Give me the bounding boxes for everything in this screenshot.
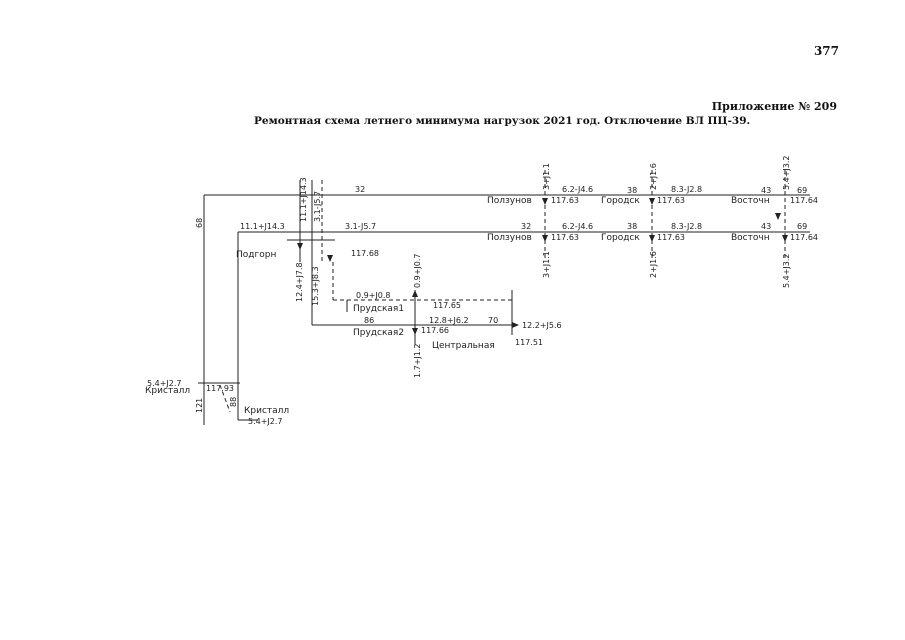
- voltage-kristall: 117.93: [206, 384, 234, 393]
- flow-prud1-in: 0.9+J0.8: [356, 291, 391, 300]
- diagram-title: Ремонтная схема летнего минимума нагрузо…: [254, 115, 751, 127]
- arrow-gor-bot: [649, 235, 655, 242]
- flow-podgorn-down: 12.4+J7.8: [295, 262, 304, 302]
- flow-prud1-load: 0.9+J0.7: [413, 253, 422, 288]
- arrow-central-out: [512, 322, 519, 328]
- line-num-43-top: 43: [761, 186, 771, 195]
- voltage-podgorn: 117.68: [351, 249, 379, 258]
- flow-podgorn-v2: 3.1-J5.7: [313, 191, 322, 222]
- node-kristall-left: Кристалл: [145, 386, 190, 396]
- node-polzunov-bot: Ползунов: [487, 233, 532, 243]
- appendix-label: Приложение № 209: [711, 100, 837, 113]
- arrow-polz-top: [542, 198, 548, 205]
- line-num-68: 68: [195, 218, 204, 228]
- flow-vos-top-load: 5.4+J3.2: [782, 155, 791, 190]
- line-num-38-top: 38: [627, 186, 637, 195]
- voltage-polzunov-bot: 117.63: [551, 233, 579, 242]
- line-num-70: 70: [488, 316, 498, 325]
- arrow-podgorn-1: [297, 243, 303, 250]
- line-num-38-bot: 38: [627, 222, 637, 231]
- flow-central-out: 12.2+J5.6: [522, 321, 562, 330]
- arrow-podgorn-3: [327, 255, 333, 262]
- flow-gor-bot-load: 2+J1.6: [649, 251, 658, 278]
- voltage-vostochn-bot: 117.64: [790, 233, 818, 242]
- node-polzunov-top: Ползунов: [487, 196, 532, 206]
- node-prudskaya2: Прудская2: [353, 328, 404, 338]
- flow-podgorn-out: 3.1-J5.7: [345, 222, 376, 231]
- line-num-86: 86: [364, 316, 374, 325]
- arrow-gor-top: [649, 198, 655, 205]
- node-prudskaya1: Прудская1: [353, 304, 404, 314]
- node-vostochn-bot: Восточн: [731, 233, 770, 243]
- flow-prud2-line: 12.8+J6.2: [429, 316, 469, 325]
- line-num-32-top: 32: [355, 185, 365, 194]
- voltage-centralnaya: 117.51: [515, 338, 543, 347]
- flow-polz-bot-load: 3+J1.1: [542, 251, 551, 278]
- flow-kristall-bot: 5.4+J2.7: [248, 417, 283, 426]
- arrow-prud-down: [412, 328, 418, 335]
- flow-polz-gor-bot: 6.2-J4.6: [562, 222, 593, 231]
- line-num-121: 121: [195, 398, 204, 413]
- line-num-43-bot: 43: [761, 222, 771, 231]
- flow-podgorn-in: 11.1+J14.3: [240, 222, 285, 231]
- flow-podgorn-v1: 11.1+J14.3: [299, 177, 308, 222]
- arrow-vos-mid: [775, 213, 781, 220]
- kristall-dash-link: [219, 384, 231, 413]
- line-num-88: 88: [229, 397, 238, 407]
- voltage-polzunov-top: 117.63: [551, 196, 579, 205]
- flow-gor-top-load: 2+J1.6: [649, 163, 658, 190]
- flow-polz-top-load: 3+J1.1: [542, 163, 551, 190]
- main-lines: [198, 170, 810, 425]
- node-podgorn: Подгорн: [236, 250, 276, 260]
- page-number: 377: [813, 44, 839, 58]
- flow-gor-vos-top: 8.3-J2.8: [671, 185, 702, 194]
- arrow-vos-bot: [782, 235, 788, 242]
- flow-gor-vos-bot: 8.3-J2.8: [671, 222, 702, 231]
- flow-prud2-load: 1.7+J1.2: [413, 343, 422, 378]
- arrow-prud-up: [412, 290, 418, 297]
- flow-polz-gor-top: 6.2-J4.6: [562, 185, 593, 194]
- node-vostochn-top: Восточн: [731, 196, 770, 206]
- line-num-32-bot: 32: [521, 222, 531, 231]
- arrow-polz-bot: [542, 235, 548, 242]
- voltage-prudskaya1: 117.65: [433, 301, 461, 310]
- node-gorodsk-top: Городск: [601, 196, 640, 206]
- flow-podgorn-down2: 15.3+J8.3: [311, 266, 320, 306]
- line-num-69-bot: 69: [797, 222, 807, 231]
- line-num-69-top: 69: [797, 186, 807, 195]
- voltage-gorodsk-top: 117.63: [657, 196, 685, 205]
- voltage-vostochn-top: 117.64: [790, 196, 818, 205]
- node-centralnaya: Центральная: [432, 341, 495, 351]
- node-kristall-bot: Кристалл: [244, 406, 289, 416]
- flow-kristall-left: 5.4+J2.7: [147, 379, 182, 388]
- node-gorodsk-bot: Городск: [601, 233, 640, 243]
- voltage-prudskaya2: 117.66: [421, 326, 449, 335]
- voltage-gorodsk-bot: 117.63: [657, 233, 685, 242]
- flow-vos-bot-load: 5.4+J3.2: [782, 253, 791, 288]
